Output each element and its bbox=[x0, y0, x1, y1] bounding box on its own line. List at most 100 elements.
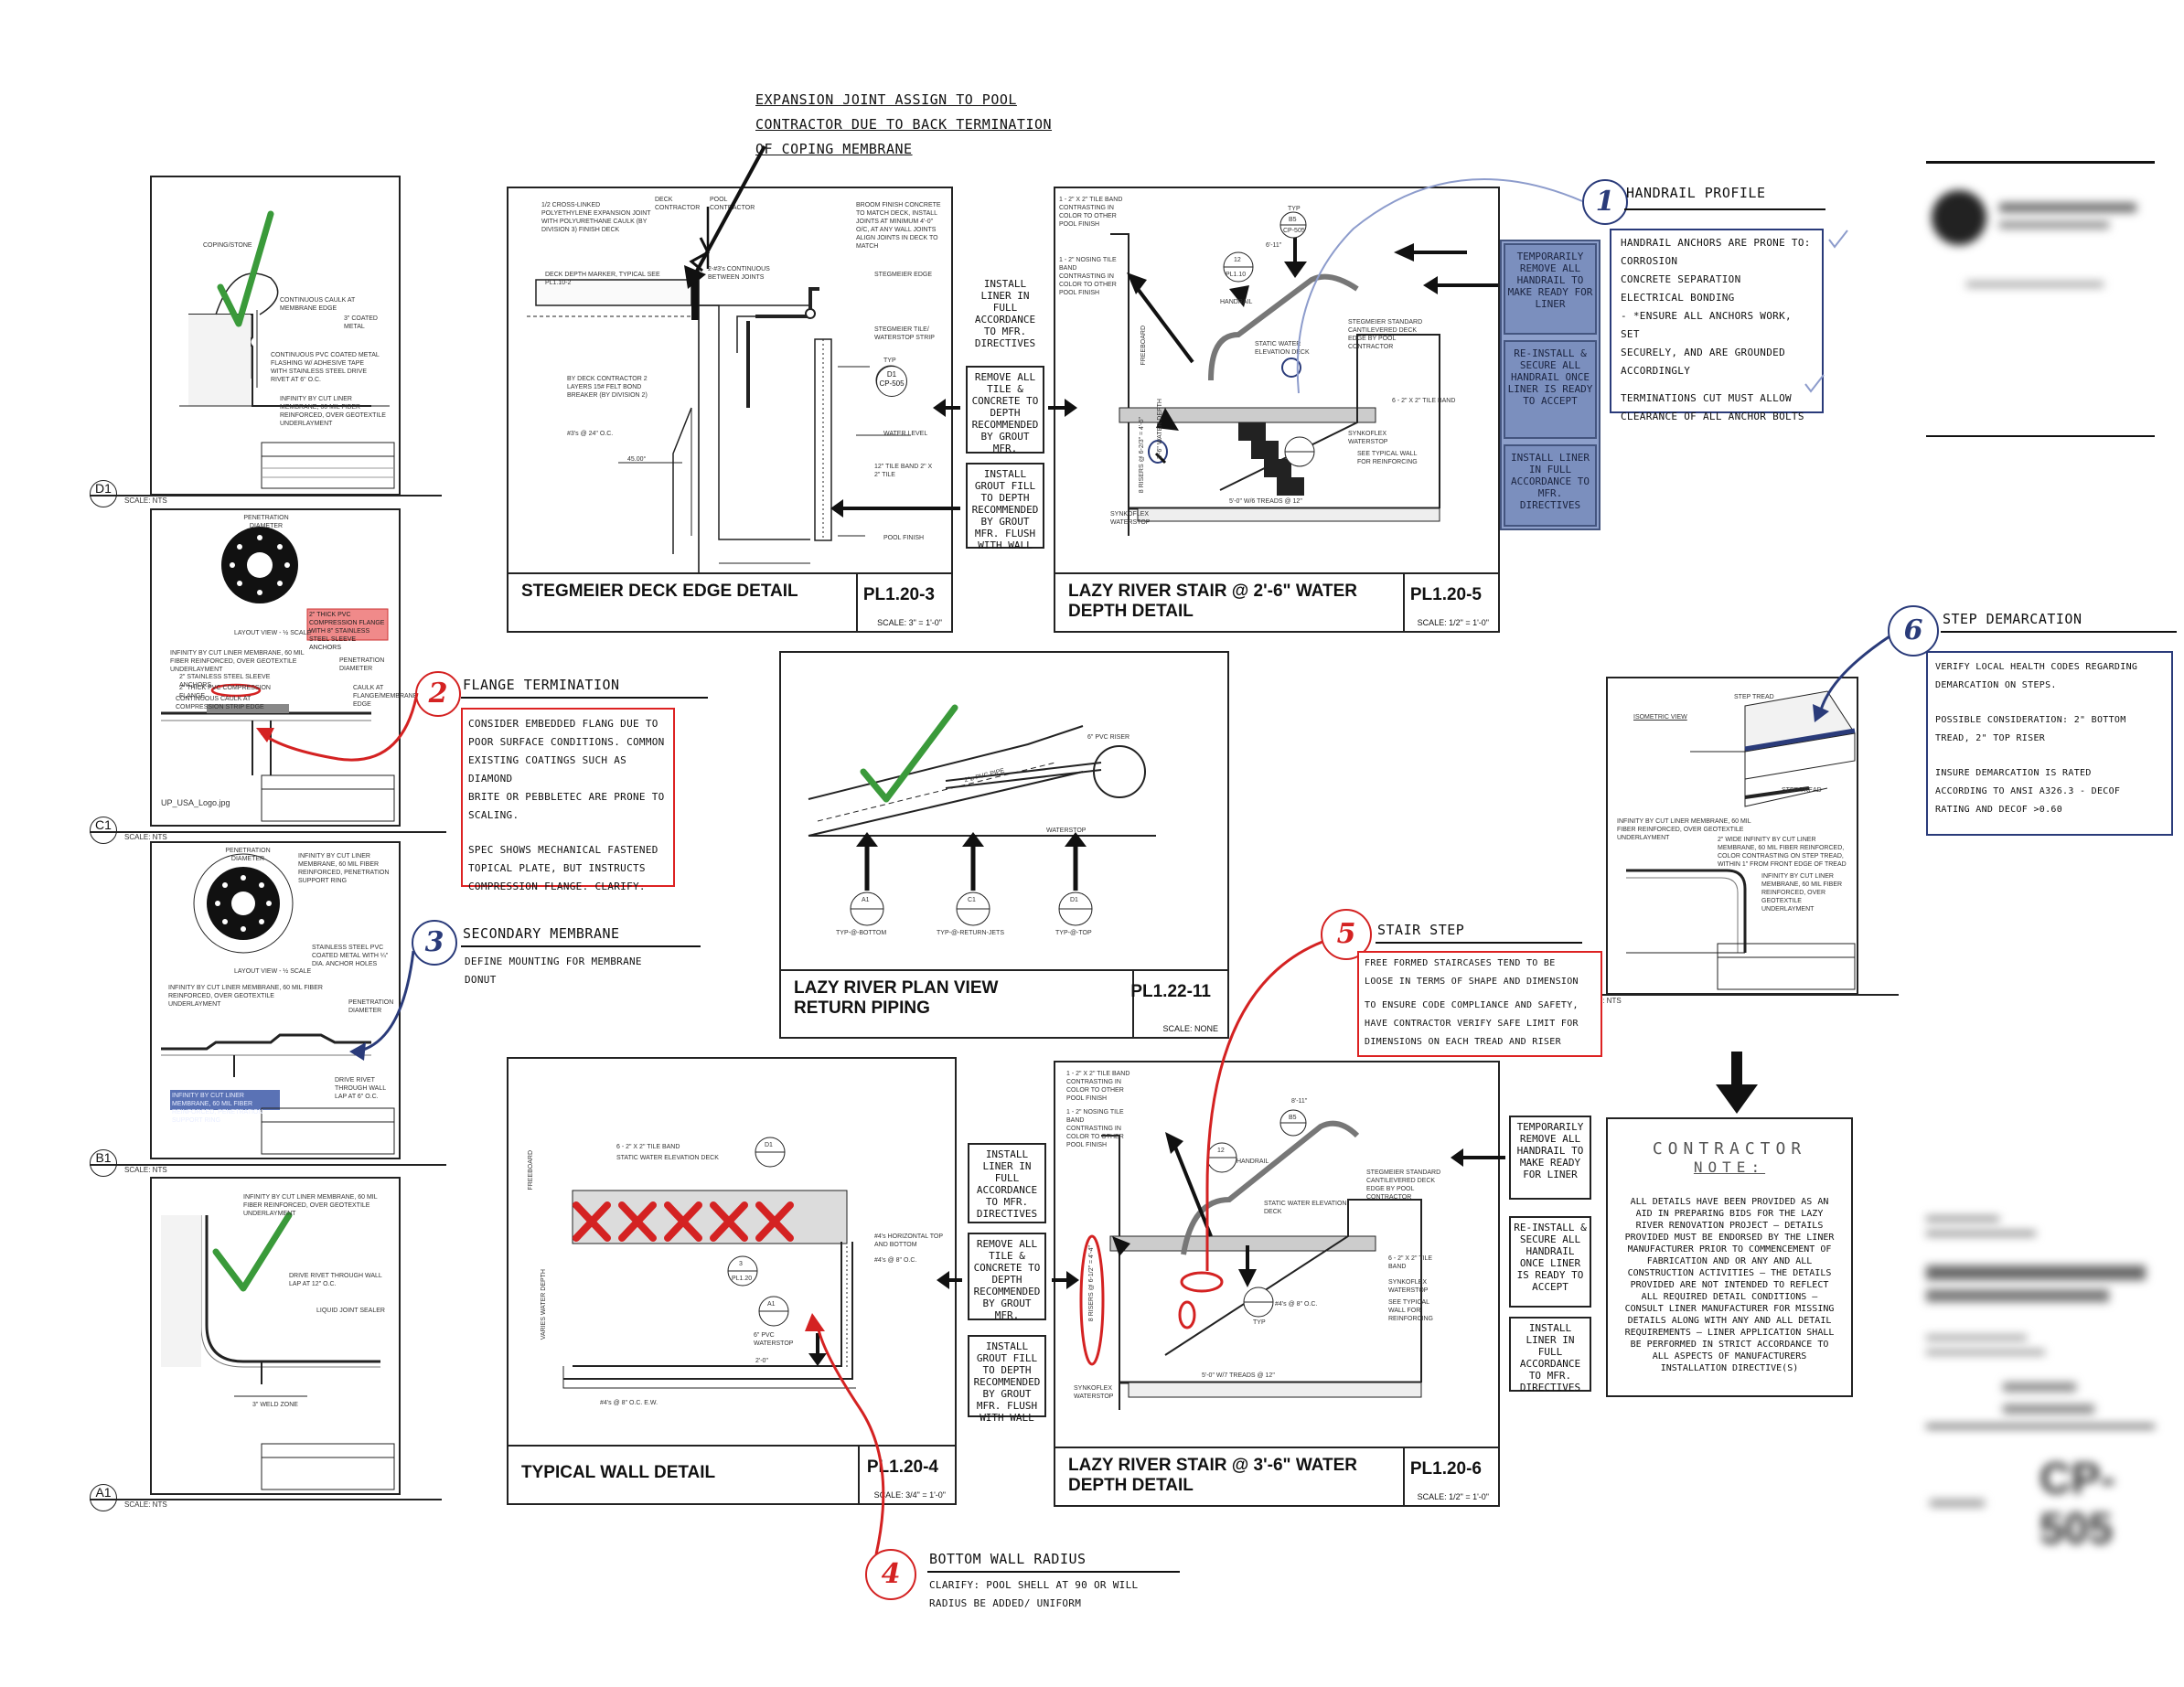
detail-a1-sheet: INFINITY BY CUT LINER MEMBRANE, 60 MIL F… bbox=[150, 1177, 401, 1495]
title-block-top-rule bbox=[1926, 161, 2155, 164]
callout-4-underline bbox=[927, 1571, 1180, 1573]
wall-label: #4's HORIZONTAL TOP AND BOTTOM bbox=[874, 1233, 943, 1248]
plan-ref: C1 bbox=[968, 897, 976, 903]
b5-label: 2" WIDE INFINITY BY CUT LINER MEMBRANE, … bbox=[1718, 837, 1847, 868]
callout-1-line: HANDRAIL ANCHORS ARE PRONE TO: bbox=[1621, 237, 1811, 249]
company-logo bbox=[1932, 190, 1986, 245]
c1-label: PENETRATION DIAMETER bbox=[339, 657, 385, 672]
callout-1-box: HANDRAIL ANCHORS ARE PRONE TO: CORROSION… bbox=[1610, 229, 1824, 422]
sheet-code: PL1.22-11 bbox=[1130, 982, 1211, 1001]
steg-label: WATER LEVEL bbox=[883, 431, 928, 437]
sheet-title: TYPICAL WALL DETAIL bbox=[521, 1463, 716, 1482]
callout-3-number: 3 bbox=[412, 920, 457, 966]
callout-2-line: EXISTING COATINGS SUCH AS DIAMOND bbox=[468, 754, 627, 785]
b1-label: LAYOUT VIEW - ½ SCALE bbox=[234, 968, 312, 975]
ref-text: TYP bbox=[1288, 206, 1301, 212]
callout-4-line: RADIUS BE ADDED/ UNIFORM bbox=[929, 1597, 1082, 1609]
scale-underline bbox=[90, 1499, 442, 1500]
stair1-label: 1 - 2" X 2" TILE BAND CONTRASTING IN COL… bbox=[1059, 197, 1123, 228]
detail-d1-sheet: COPING/STONE CONTINUOUS CAULK AT MEMBRAN… bbox=[150, 176, 401, 496]
steg-label: 1/2 CROSS-LINKED POLYETHYLENE EXPANSION … bbox=[541, 202, 651, 233]
note-install-liner-blue: INSTALL LINER IN FULL ACCORDANCE TO MFR.… bbox=[1504, 444, 1597, 527]
detail-id-b1: B1 bbox=[90, 1149, 117, 1177]
callout-2-title: FLANGE TERMINATION bbox=[463, 677, 620, 693]
callout-1-line: CORROSION bbox=[1621, 255, 1678, 267]
wall-label: #4's @ 8" O.C. E.W. bbox=[600, 1400, 658, 1406]
plan-view-return-piping-sheet: 6" PVC RISER 2"ø PVC PIPE WATERSTOP A1 C… bbox=[779, 651, 1229, 1039]
scale-underline bbox=[1544, 994, 1899, 996]
stair1-label: STATIC WATER ELEVATION DECK bbox=[1255, 341, 1310, 356]
steg-label: 12" TILE BAND 2" X 2" TILE bbox=[874, 464, 933, 478]
c1-label: LAYOUT VIEW - ½ SCALE bbox=[234, 630, 312, 636]
ref-text: A1 bbox=[767, 1301, 776, 1308]
note-temporarily-remove-handrail-2: TEMPORARILY REMOVE ALL HANDRAIL TO MAKE … bbox=[1509, 1116, 1591, 1200]
note-install-liner-2: INSTALL LINER IN FULL ACCORDANCE TO MFR.… bbox=[968, 1143, 1046, 1223]
tb-divider bbox=[1132, 971, 1134, 1037]
note-reinstall-handrail: RE-INSTALL & SECURE ALL HANDRAIL ONCE LI… bbox=[1504, 340, 1597, 439]
tb-divider bbox=[856, 574, 858, 631]
callout-3-text: DEFINE MOUNTING FOR MEMBRANE DONUT bbox=[465, 953, 702, 989]
b5-label: STEP TREAD bbox=[1782, 787, 1822, 794]
ref-text: D1 bbox=[765, 1142, 773, 1148]
detail-id-d1: D1 bbox=[90, 480, 117, 507]
steg-label: STEGMEIER EDGE bbox=[874, 272, 933, 278]
sheet-title: LAZY RIVER PLAN VIEW RETURN PIPING bbox=[794, 978, 999, 1018]
callout-1-line: SECURELY, AND ARE GROUNDED bbox=[1621, 347, 1785, 358]
project-info-blur bbox=[2003, 1383, 2076, 1392]
callout-5-line: HAVE CONTRACTOR VERIFY SAFE LIMIT FOR bbox=[1365, 1019, 1579, 1029]
callout-1-title: HANDRAIL PROFILE bbox=[1626, 185, 1766, 201]
stegmeier-title-block: STEGMEIER DECK EDGE DETAIL PL1.20-3 SCAL… bbox=[509, 572, 951, 631]
wall-label: FREEBOARD bbox=[528, 1150, 534, 1191]
company-name-blur bbox=[1999, 221, 2109, 229]
steg-label: 2-#3's CONTINUOUS BETWEEN JOINTS bbox=[708, 266, 770, 281]
callout-2-line: COMPRESSION FLANGE. CLARIFY. bbox=[468, 881, 646, 892]
callout-2-underline bbox=[461, 697, 708, 699]
b1-label: INFINITY BY CUT LINER MEMBRANE, 60 MIL F… bbox=[172, 1093, 263, 1124]
stair1-label: 2'-6" WATER DEPTH bbox=[1157, 399, 1163, 460]
sheet-scale: SCALE: 1/2" = 1'-0" bbox=[1417, 1492, 1489, 1501]
wall-title-block: TYPICAL WALL DETAIL PL1.20-4 SCALE: 3/4"… bbox=[509, 1445, 955, 1503]
ref-text: 12 bbox=[1217, 1148, 1225, 1154]
plan-label: 6" PVC RISER bbox=[1087, 734, 1130, 741]
note-install-liner-3: INSTALL LINER IN FULL ACCORDANCE TO MFR.… bbox=[1509, 1317, 1591, 1393]
d1-label: 3" COATED METAL bbox=[344, 315, 378, 330]
callout-1-line: ELECTRICAL BONDING bbox=[1621, 292, 1735, 304]
sheet-code: PL1.20-4 bbox=[866, 1457, 938, 1477]
callout-4-line: CLARIFY: POOL SHELL AT 90 OR WILL bbox=[929, 1579, 1139, 1591]
stair2-label: SEE TYPICAL WALL FOR REINFORCING bbox=[1388, 1299, 1433, 1322]
callout-1-line: CONCRETE SEPARATION bbox=[1621, 273, 1741, 285]
c1-label: INFINITY BY CUT LINER MEMBRANE, 60 MIL F… bbox=[170, 650, 305, 673]
sheet-code: PL1.20-3 bbox=[862, 585, 935, 604]
sheet-scale: SCALE: 3/4" = 1'-0" bbox=[873, 1490, 946, 1500]
annotation-line: EXPANSION JOINT ASSIGN TO POOL bbox=[755, 91, 1017, 108]
plan-ref: D1 bbox=[1070, 897, 1078, 903]
project-info-blur bbox=[1926, 1216, 1999, 1222]
project-info-blur bbox=[1926, 1350, 2045, 1355]
stair2-label: SYNKOFLEX WATERSTOP bbox=[1074, 1385, 1114, 1400]
b1-label: PENETRATION DIAMETER bbox=[225, 848, 271, 862]
plan-title-block: LAZY RIVER PLAN VIEW RETURN PIPING PL1.2… bbox=[781, 969, 1227, 1037]
callout-6-line: TREAD, 2" TOP RISER bbox=[1935, 733, 2046, 743]
contractor-note-box: CONTRACTOR NOTE: ALL DETAILS HAVE BEEN P… bbox=[1606, 1117, 1853, 1397]
stair2-label: 8'-11" bbox=[1291, 1098, 1308, 1105]
steg-label: BY DECK CONTRACTOR 2 LAYERS 15# FELT BON… bbox=[567, 376, 648, 399]
tb-divider bbox=[1403, 574, 1405, 631]
stair2-label: 6 - 2" X 2" TILE BAND bbox=[1388, 1255, 1433, 1270]
stair1-label: 8 RISERS @ 6-2/3" = 4'-6" bbox=[1139, 417, 1145, 494]
tb-divider bbox=[1403, 1448, 1405, 1505]
steg-label: POOL CONTRACTOR bbox=[710, 197, 755, 211]
b1-label: INFINITY BY CUT LINER MEMBRANE, 60 MIL F… bbox=[298, 853, 390, 884]
stair1-label: 6 - 2" X 2" TILE BAND bbox=[1392, 398, 1456, 404]
stair2-label: STEGMEIER STANDARD CANTILEVERED DECK EDG… bbox=[1366, 1169, 1441, 1201]
callout-1-line: - *ENSURE ALL ANCHORS WORK, SET bbox=[1621, 310, 1792, 340]
a1-label: LIQUID JOINT SEALER bbox=[316, 1308, 385, 1314]
callout-2-line: POOR SURFACE CONDITIONS. COMMON bbox=[468, 736, 665, 748]
callout-2-line: CONSIDER EMBEDDED FLANG DUE TO bbox=[468, 718, 658, 730]
detail-b1-drawing bbox=[161, 853, 395, 1155]
steg-label: #3's @ 24" O.C. bbox=[567, 431, 614, 437]
steg-label: STEGMEIER TILE/ WATERSTOP STRIP bbox=[874, 326, 935, 341]
sheet-number: CP-505 bbox=[2039, 1455, 2115, 1554]
callout-4-text: CLARIFY: POOL SHELL AT 90 OR WILL RADIUS… bbox=[929, 1576, 1194, 1613]
stair-2-title-block: LAZY RIVER STAIR @ 3'-6" WATER DEPTH DET… bbox=[1055, 1447, 1498, 1505]
callout-5-line: DIMENSIONS ON EACH TREAD AND RISER bbox=[1365, 1037, 1561, 1047]
